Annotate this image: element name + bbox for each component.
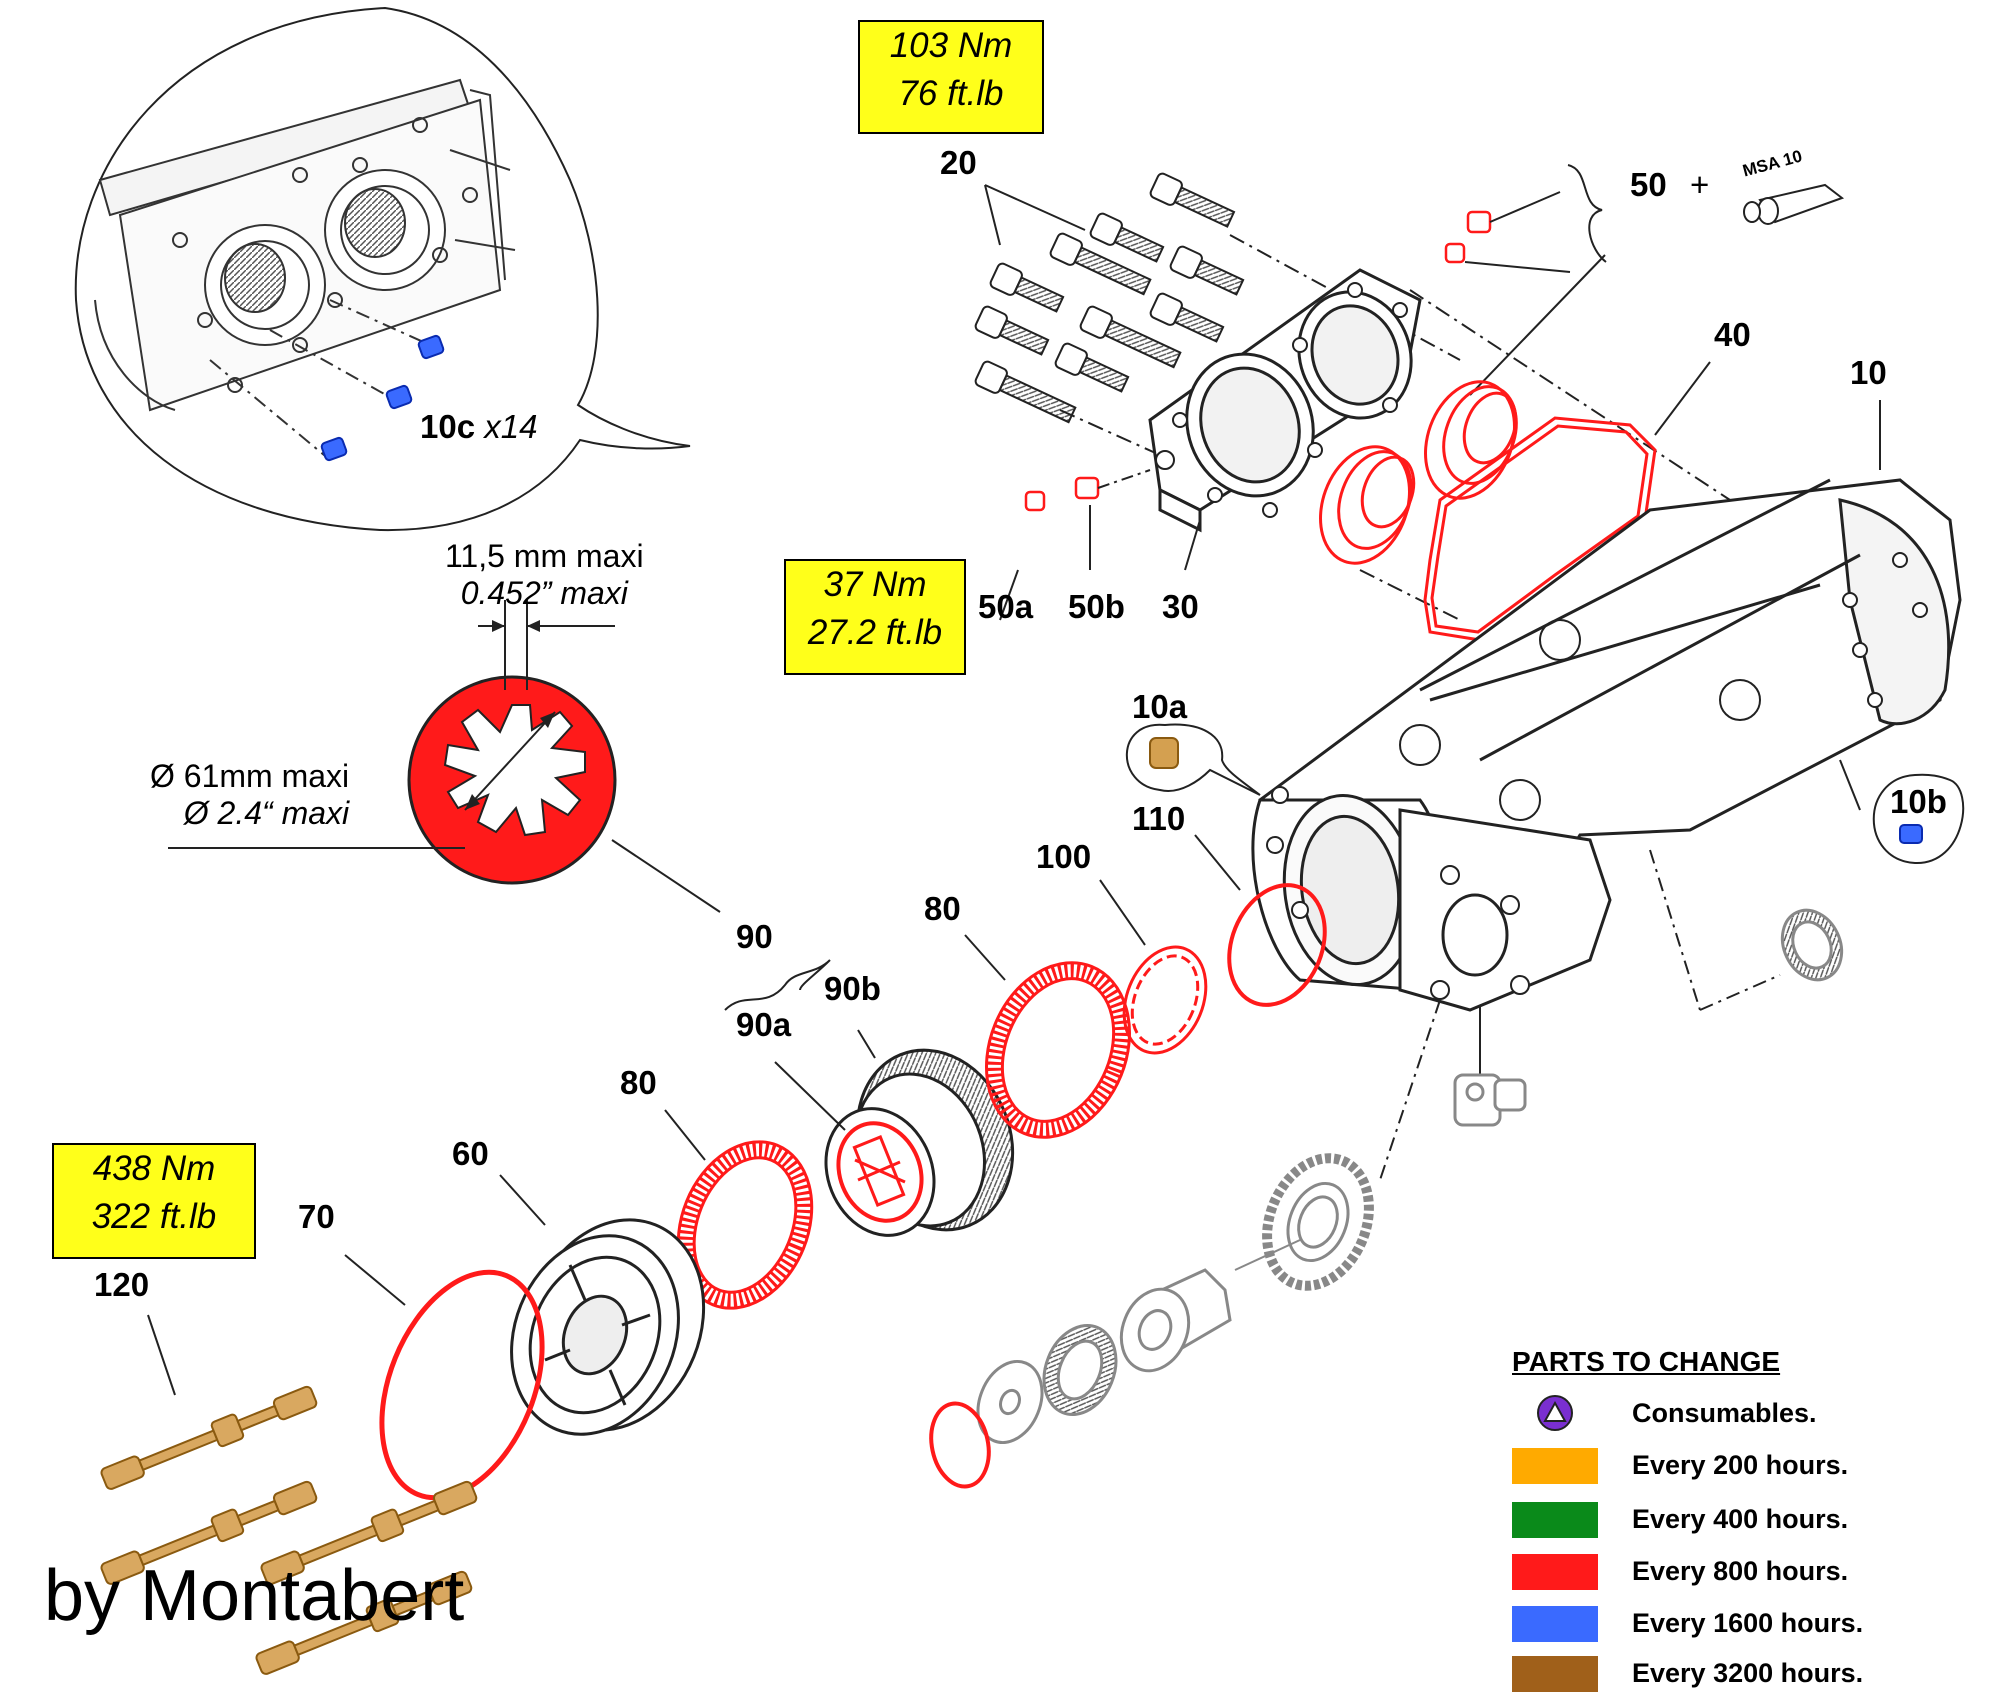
legend-label: Every 200 hours.	[1632, 1450, 1849, 1480]
dimension-width: 11,5 mm maxi 0.452” maxi	[445, 538, 644, 612]
part-label: 50b	[1068, 588, 1125, 625]
cover-plate-30	[1148, 268, 1422, 533]
red-oring-small	[929, 1401, 991, 1489]
torque-value: 103 Nm	[889, 26, 1013, 65]
part-label: 10	[1850, 354, 1887, 391]
parts-legend: PARTS TO CHANGE Consumables. Every 200 h…	[1512, 1346, 1932, 1692]
part-label-number: 10c	[420, 408, 476, 445]
part-label: 50a	[978, 588, 1034, 625]
part-label: 90a	[736, 1006, 792, 1043]
detail-bubble	[74, 6, 691, 532]
part-label: 10b	[1890, 783, 1947, 820]
legend-label: Every 3200 hours.	[1632, 1658, 1864, 1688]
part-label: 120	[94, 1266, 150, 1303]
part-label: 60	[452, 1135, 489, 1172]
part-label: 10a	[1132, 688, 1188, 725]
red-seal-ring-100	[1122, 945, 1208, 1055]
legend-title: PARTS TO CHANGE	[1512, 1346, 1781, 1377]
gray-coupling-icon	[1119, 1268, 1232, 1373]
dimension-diameter: Ø 61mm maxi Ø 2.4“ maxi	[150, 758, 349, 832]
part-label: 30	[1162, 588, 1199, 625]
part-label: +	[1690, 166, 1710, 203]
legend-swatch	[1512, 1448, 1598, 1484]
red-toothed-ring-80	[985, 961, 1131, 1139]
piston-60	[510, 1218, 706, 1436]
dimension-value: Ø 61mm maxi	[150, 758, 350, 794]
legend-label: Every 1600 hours.	[1632, 1608, 1864, 1638]
part-label: 10c x14	[420, 410, 537, 443]
triangle-circle-icon	[1537, 1395, 1573, 1431]
legend-label: Every 800 hours.	[1632, 1556, 1849, 1586]
dimension-value: Ø 2.4“ maxi	[183, 794, 350, 831]
gray-bearing-icon	[1780, 908, 1844, 982]
gray-fitting-icon	[1453, 1073, 1527, 1127]
legend-swatch	[1512, 1606, 1598, 1642]
tie-rod-set-120	[100, 1385, 478, 1675]
torque-value: 76 ft.lb	[898, 74, 1004, 113]
part-label: 100	[1036, 838, 1092, 875]
gray-bearing-icon	[1042, 1323, 1118, 1417]
part-quantity: x14	[484, 408, 538, 445]
legend-swatch	[1512, 1554, 1598, 1590]
torque-value: 322 ft.lb	[91, 1197, 217, 1236]
grease-tube-icon	[1743, 183, 1845, 225]
red-oring-110	[1227, 883, 1327, 1007]
part-label: 40	[1714, 316, 1751, 353]
credit-text: by Montabert	[44, 1556, 465, 1636]
torque-value: 27.2 ft.lb	[807, 613, 943, 652]
dimension-value: 11,5 mm maxi	[445, 538, 644, 574]
part-label: 50	[1630, 166, 1667, 203]
torque-box: 438 Nm 322 ft.lb	[52, 1143, 256, 1259]
torque-value: 37 Nm	[823, 565, 927, 604]
part-label: 80	[924, 890, 961, 927]
torque-box: 103 Nm 76 ft.lb	[858, 20, 1044, 134]
main-housing-10	[1251, 478, 1962, 1012]
legend-label: Every 400 hours.	[1632, 1504, 1849, 1534]
detail-bubble-10b	[1839, 759, 1965, 865]
part-label: 70	[298, 1198, 335, 1235]
red-toothed-ring-80	[676, 1140, 814, 1310]
legend-swatch	[1512, 1656, 1598, 1692]
part-label: 90b	[824, 970, 881, 1007]
red-oring-70	[379, 1269, 545, 1501]
gray-gear-icon	[1262, 1153, 1374, 1291]
gray-washer-icon	[976, 1359, 1044, 1445]
legend-label: Consumables.	[1632, 1398, 1817, 1428]
torque-value: 438 Nm	[92, 1149, 216, 1188]
part-label: 80	[620, 1064, 657, 1101]
detail-bubble-10a	[1125, 723, 1261, 796]
blue-plug-icon	[320, 334, 445, 462]
part-label: 20	[940, 144, 977, 181]
spline-wear-gauge	[168, 600, 721, 913]
legend-swatch	[1512, 1502, 1598, 1538]
part-label: 110	[1132, 800, 1186, 837]
part-label: 90	[736, 918, 773, 955]
dimension-value: 0.452” maxi	[460, 574, 628, 611]
gear-assembly-90	[824, 1048, 1015, 1237]
torque-box: 37 Nm 27.2 ft.lb	[784, 559, 966, 675]
seal-kit-40	[1319, 380, 1657, 642]
